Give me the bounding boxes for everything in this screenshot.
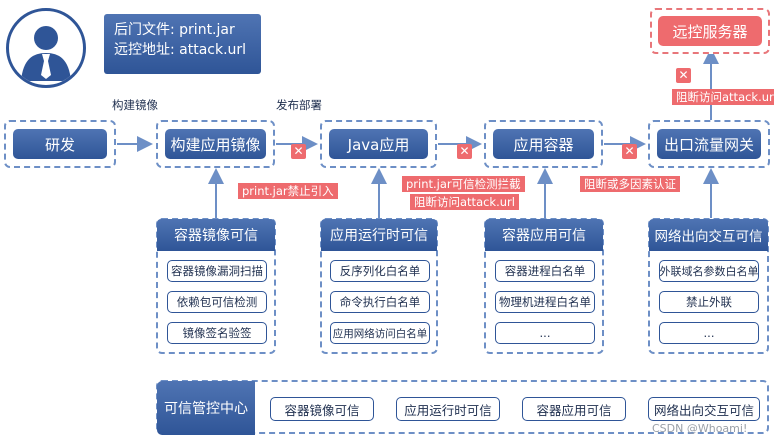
egress-gateway-frame: 出口流量网关 <box>648 120 770 168</box>
panel-title: 容器应用可信 <box>485 219 603 251</box>
center-item-container-app[interactable]: 容器应用可信 <box>522 397 626 421</box>
watermark: CSDN @Whoami! <box>652 422 748 435</box>
java-app-node[interactable]: Java应用 <box>329 129 428 159</box>
block-x-1: ✕ <box>291 144 306 159</box>
list-item: 反序列化白名单 <box>330 260 430 282</box>
list-item: 命令执行白名单 <box>330 291 430 313</box>
attacker-avatar <box>6 8 86 88</box>
label-build-image: 构建镜像 <box>112 98 158 112</box>
list-item: 物理机进程白名单 <box>495 291 595 313</box>
remote-server-node[interactable]: 远控服务器 <box>658 16 762 46</box>
dev-node[interactable]: 研发 <box>13 129 107 159</box>
list-item: 应用网络访问白名单 <box>330 322 430 344</box>
panel-network-egress-trust: 网络出向交互可信 外联域名参数白名单 禁止外联 ... <box>648 218 769 354</box>
center-item-container-image[interactable]: 容器镜像可信 <box>270 397 374 421</box>
list-item: ... <box>495 322 595 344</box>
c2-address-text: 远控地址: attack.url <box>114 42 247 58</box>
list-item: ... <box>659 322 759 344</box>
block-x-2: ✕ <box>457 144 472 159</box>
panel-container-image-trust: 容器镜像可信 容器镜像漏洞扫描 依赖包可信检测 镜像签名验签 <box>156 218 276 354</box>
dev-frame: 研发 <box>4 120 116 168</box>
trust-control-center: 可信管控中心 容器镜像可信 应用运行时可信 容器应用可信 网络出向交互可信 <box>156 380 769 435</box>
block-attack-url-label-1: 阻断访问attack.url <box>410 194 519 210</box>
center-item-network-egress[interactable]: 网络出向交互可信 <box>648 397 760 421</box>
list-item: 依赖包可信检测 <box>167 291 267 313</box>
block-x-3: ✕ <box>622 144 637 159</box>
panel-title: 容器镜像可信 <box>157 219 275 251</box>
panel-container-app-trust: 容器应用可信 容器进程白名单 物理机进程白名单 ... <box>484 218 604 354</box>
list-item: 容器镜像漏洞扫描 <box>167 260 267 282</box>
app-container-frame: 应用容器 <box>484 120 603 168</box>
control-center-title[interactable]: 可信管控中心 <box>157 381 255 435</box>
panel-title: 网络出向交互可信 <box>649 219 768 251</box>
panel-app-runtime-trust: 应用运行时可信 反序列化白名单 命令执行白名单 应用网络访问白名单 <box>320 218 438 354</box>
app-container-node[interactable]: 应用容器 <box>493 129 594 159</box>
build-image-node[interactable]: 构建应用镜像 <box>165 129 266 159</box>
java-app-frame: Java应用 <box>320 120 437 168</box>
print-jar-intercept-label: print.jar可信检测拦截 <box>402 176 525 192</box>
label-deploy: 发布部署 <box>276 98 322 112</box>
list-item: 容器进程白名单 <box>495 260 595 282</box>
build-image-frame: 构建应用镜像 <box>156 120 275 168</box>
panel-title: 应用运行时可信 <box>321 219 437 251</box>
list-item: 外联域名参数白名单 <box>659 260 759 282</box>
block-attack-url-label-2: 阻断访问attack.url <box>672 89 774 105</box>
center-item-app-runtime[interactable]: 应用运行时可信 <box>396 397 500 421</box>
user-icon <box>21 26 71 81</box>
egress-gateway-node[interactable]: 出口流量网关 <box>657 129 761 159</box>
block-or-mfa-label: 阻断或多因素认证 <box>580 176 680 192</box>
list-item: 镜像签名验签 <box>167 322 267 344</box>
print-jar-ban-label: print.jar禁止引入 <box>238 183 338 199</box>
list-item: 禁止外联 <box>659 291 759 313</box>
block-x-remote: ✕ <box>676 68 691 83</box>
attack-info-box: 后门文件: print.jar 远控地址: attack.url <box>104 14 261 74</box>
backdoor-file-text: 后门文件: print.jar <box>114 22 235 38</box>
remote-server-frame: 远控服务器 <box>650 8 770 54</box>
